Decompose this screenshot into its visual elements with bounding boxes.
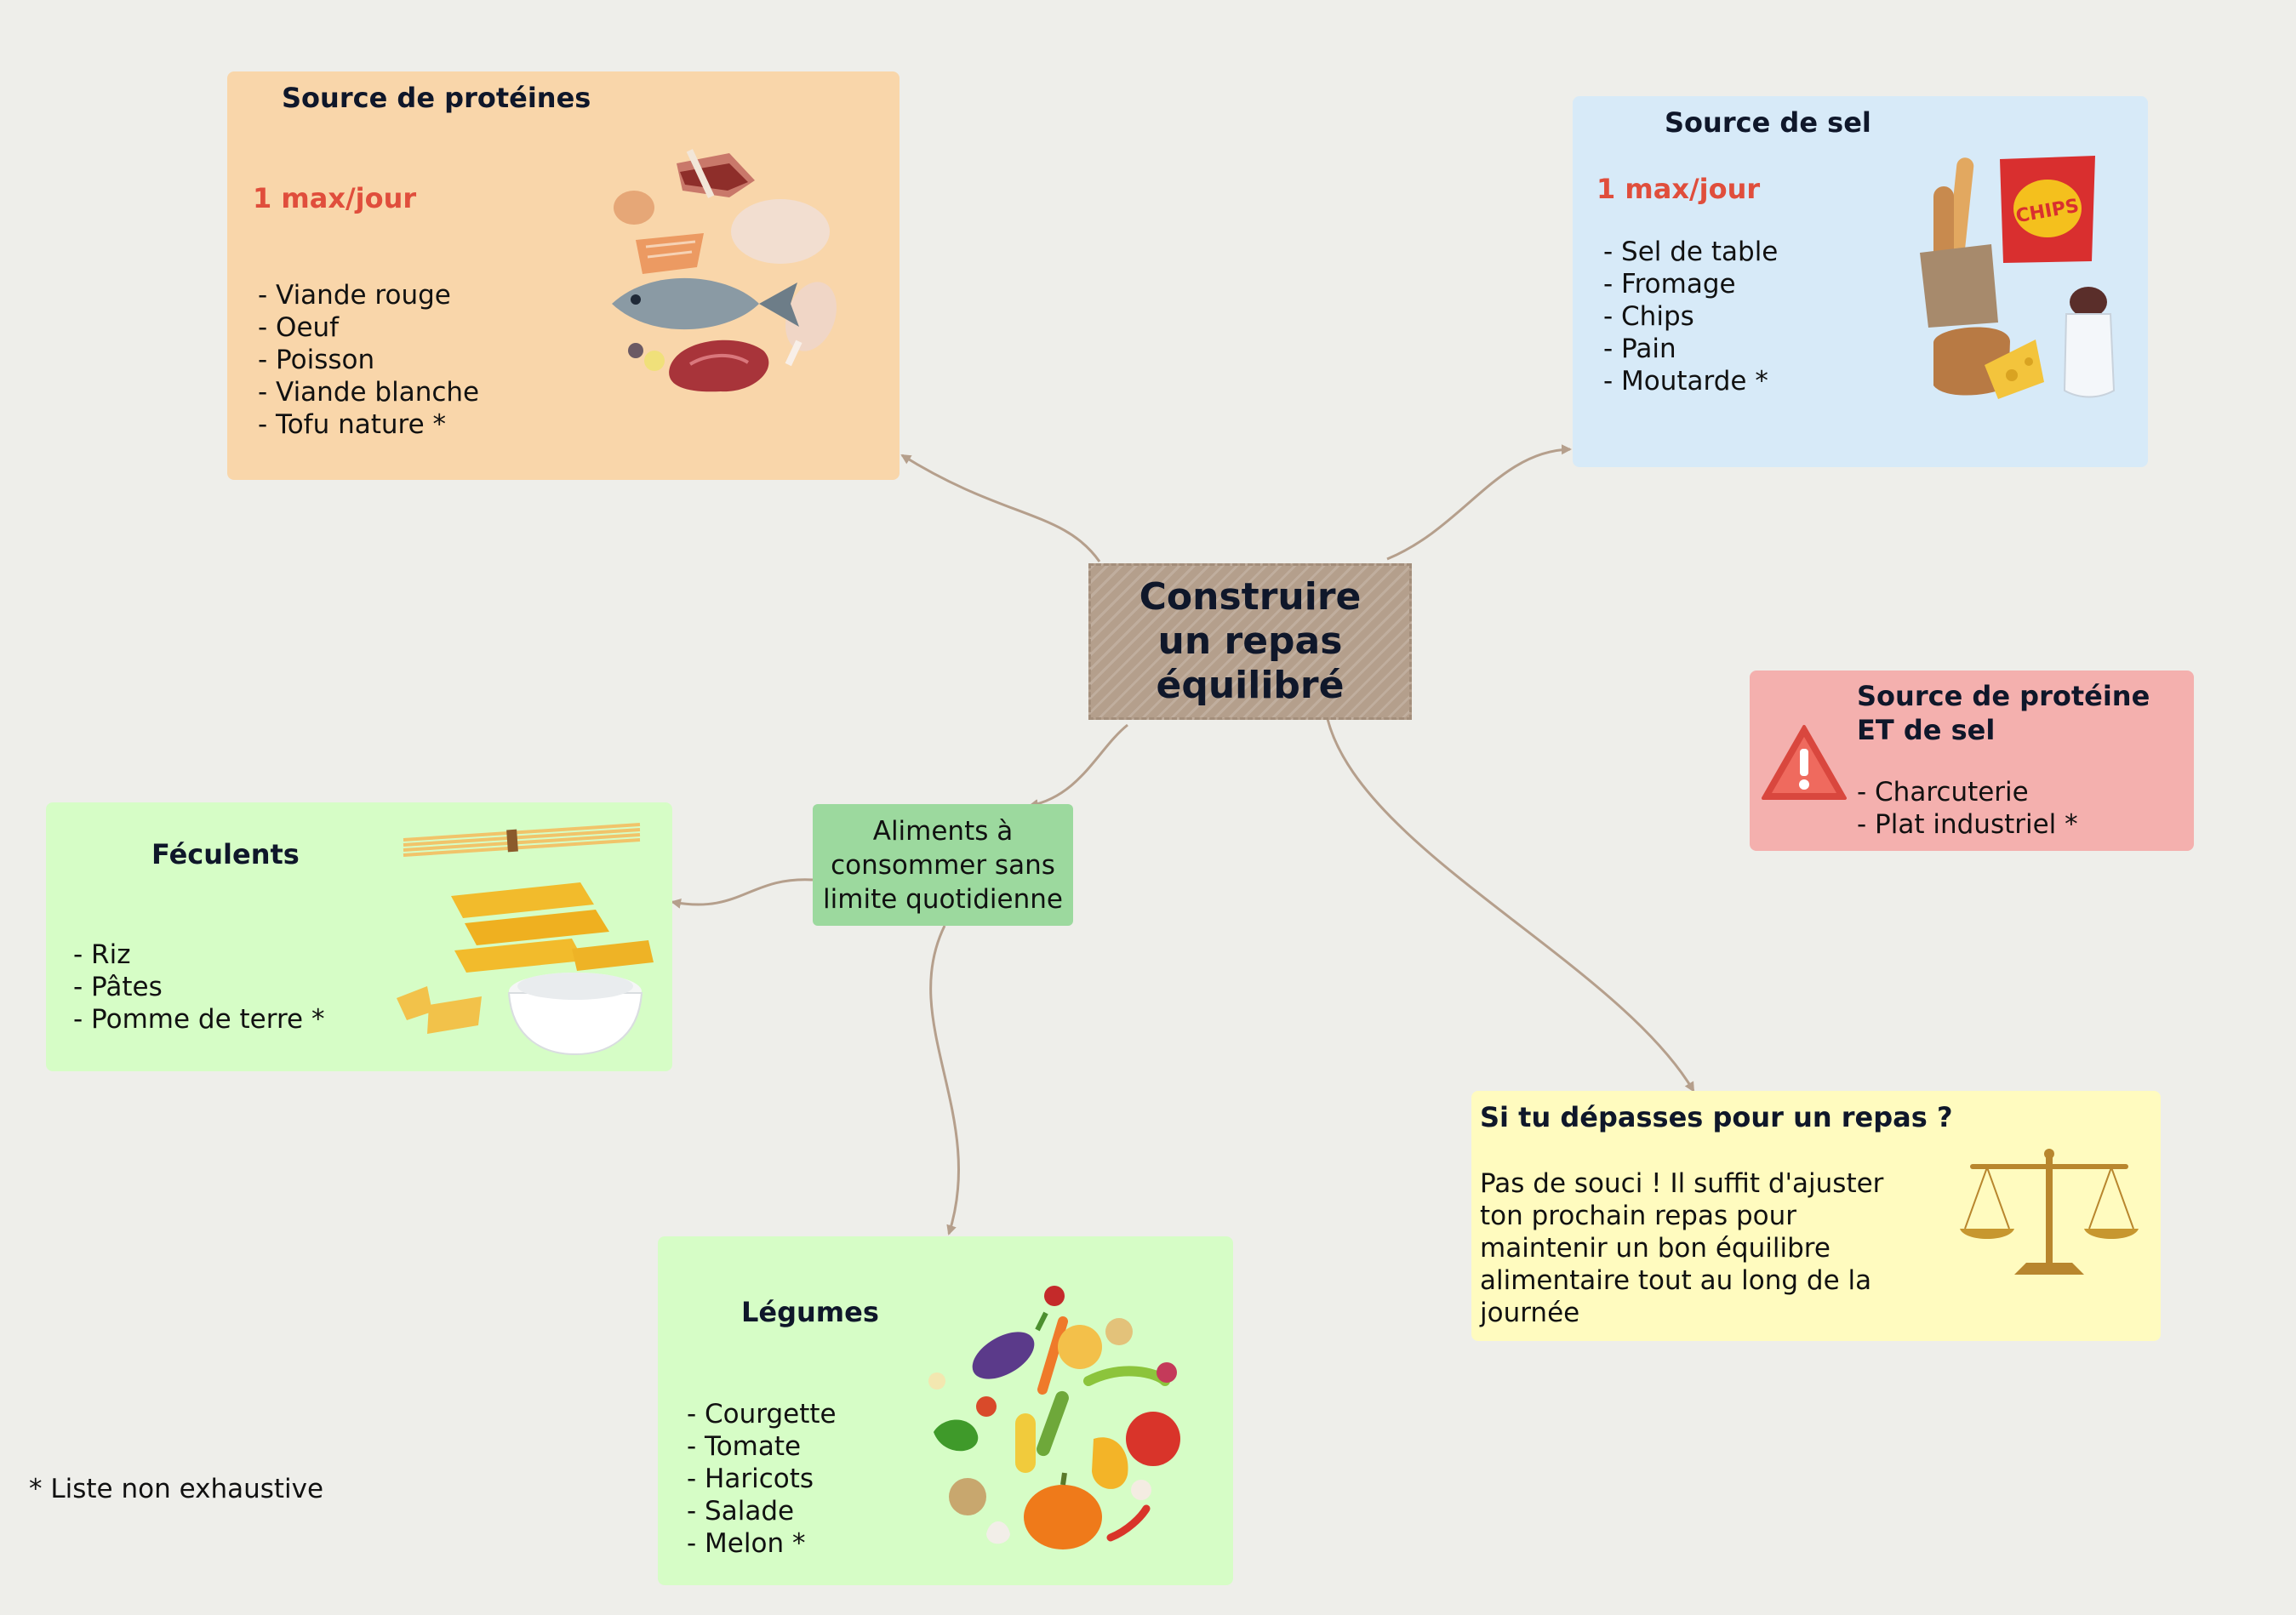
vegetables-card: Légumes - Courgette - Tomate - Haricots … — [658, 1236, 1233, 1585]
starches-illustration — [397, 823, 654, 1056]
list-item: - Pomme de terre * — [73, 1004, 325, 1035]
proteins-card: Source de protéines 1 max/jour - Viande … — [227, 71, 900, 480]
starches-title: Féculents — [151, 838, 300, 870]
list-item: - Charcuterie — [1857, 777, 2029, 808]
connector-proteins — [900, 454, 1101, 562]
list-item: - Tomate — [687, 1431, 802, 1462]
egg-icon — [614, 191, 654, 225]
rice-bowl-icon — [507, 973, 643, 1056]
pasta-icon — [397, 882, 654, 1034]
list-item: - Pain — [1603, 334, 1676, 364]
list-item: - Poisson — [258, 345, 375, 375]
starches-list: - Riz - Pâtes - Pomme de terre * — [73, 939, 324, 1036]
connector-starches — [671, 878, 814, 909]
advice-title: Si tu dépasses pour un repas ? — [1480, 1101, 1953, 1133]
connector-unlimited — [1028, 723, 1128, 809]
chicken-icon — [731, 199, 837, 367]
central-topic[interactable]: Construire un repas équilibré — [1088, 563, 1412, 720]
warning-title: Source de protéine ET de sel — [1857, 680, 2150, 746]
salt-card: Source de sel 1 max/jour - Sel de table … — [1573, 96, 2148, 467]
steak-icon — [669, 340, 769, 392]
connector-salt — [1386, 444, 1572, 561]
salt-shaker-icon — [2063, 287, 2116, 398]
list-item: - Salade — [687, 1496, 795, 1527]
list-item: - Pâtes — [73, 972, 163, 1002]
salmon-icon — [636, 233, 704, 274]
list-item: - Melon * — [687, 1528, 806, 1559]
list-item: - Viande rouge — [258, 280, 451, 311]
list-item: - Courgette — [687, 1399, 837, 1430]
spaghetti-icon — [403, 823, 641, 857]
list-item: - Riz — [73, 939, 131, 970]
warning-icon — [1762, 725, 1847, 800]
fish-icon — [612, 277, 799, 330]
advice-card: Si tu dépasses pour un repas ? Pas de so… — [1471, 1091, 2161, 1341]
connector-advice — [1326, 718, 1695, 1093]
list-item: - Moutarde * — [1603, 366, 1768, 397]
list-item: - Plat industriel * — [1857, 809, 2078, 840]
proteins-list: - Viande rouge - Oeuf - Poisson - Viande… — [258, 279, 479, 441]
warning-card: Source de protéine ET de sel - Charcuter… — [1750, 671, 2194, 851]
vegetables-list: - Courgette - Tomate - Haricots - Salade… — [687, 1398, 837, 1560]
central-topic-label: Construire un repas équilibré — [1139, 575, 1362, 707]
footnote: * Liste non exhaustive — [29, 1474, 324, 1504]
warning-list: - Charcuterie - Plat industriel * — [1857, 776, 2078, 841]
salt-illustration: CHIPS — [1920, 156, 2116, 399]
proteins-title: Source de protéines — [282, 82, 591, 114]
list-item: - Fromage — [1603, 269, 1736, 300]
meat-icon — [677, 149, 755, 198]
vegetables-title: Légumes — [741, 1296, 879, 1328]
list-item: - Haricots — [687, 1464, 814, 1494]
salt-list: - Sel de table - Fromage - Chips - Pain … — [1603, 236, 1778, 397]
connector-vegetables — [929, 925, 961, 1236]
salt-title: Source de sel — [1665, 106, 1871, 139]
proteins-illustration — [612, 149, 837, 392]
list-item: - Oeuf — [258, 312, 340, 343]
list-item: - Viande blanche — [258, 377, 480, 408]
salt-limit: 1 max/jour — [1596, 173, 1761, 205]
advice-text: Pas de souci ! Il suffit d'ajuster ton p… — [1480, 1168, 1884, 1328]
list-item: - Tofu nature * — [258, 409, 447, 440]
scale-icon — [1960, 1149, 2139, 1275]
proteins-limit: 1 max/jour — [253, 182, 417, 214]
list-item: - Chips — [1603, 301, 1694, 332]
unlimited-foods-label: Aliments à consommer sans limite quotidi… — [823, 815, 1063, 915]
unlimited-foods-node[interactable]: Aliments à consommer sans limite quotidi… — [813, 804, 1073, 926]
chips-icon: CHIPS — [2000, 156, 2095, 263]
list-item: - Sel de table — [1603, 237, 1779, 267]
vegetables-icon — [928, 1286, 1180, 1549]
starches-card: Féculents - Riz - Pâtes - Pomme de terre… — [46, 802, 672, 1071]
bread-icon — [1920, 157, 1998, 328]
cheese-icon — [1933, 327, 2044, 399]
